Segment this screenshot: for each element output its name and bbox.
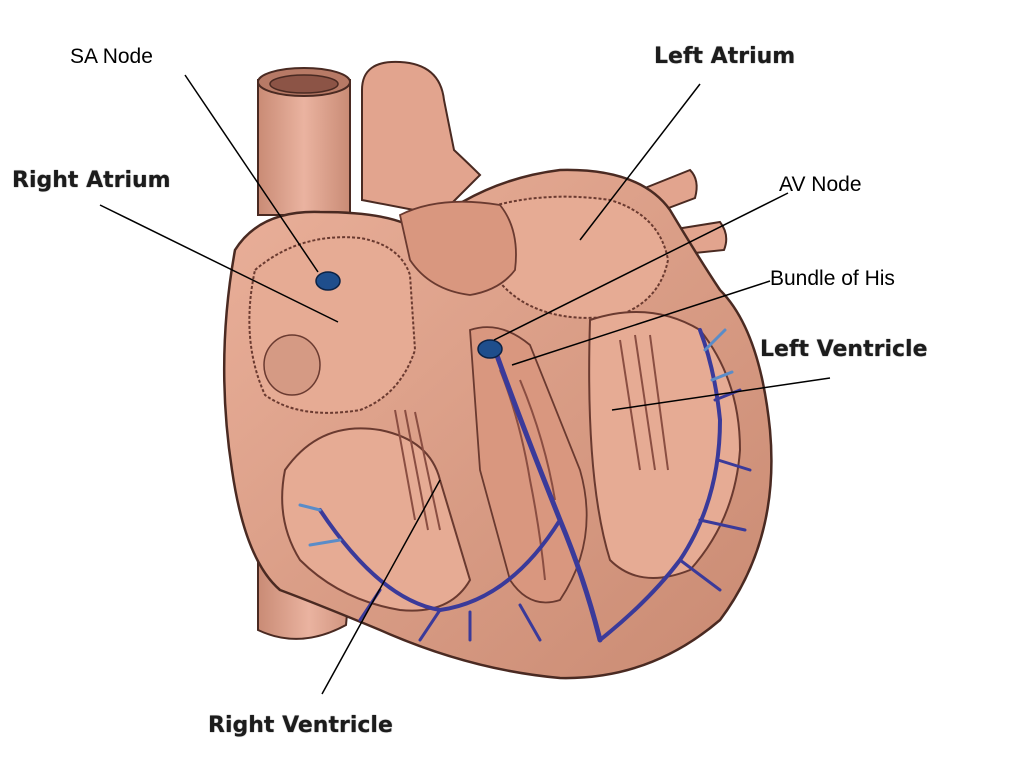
- right-atrium-chamber: [248, 236, 417, 414]
- label-bundle-of-his: Bundle of His: [770, 267, 895, 290]
- label-left-atrium: Left Atrium: [654, 44, 796, 69]
- leader-left-atrium: [579, 83, 701, 241]
- leader-right-atrium: [99, 204, 339, 323]
- purkinje-fibers: [298, 328, 752, 643]
- leader-bundle-of-his: [511, 280, 771, 366]
- leader-left-ventricle: [611, 377, 831, 411]
- right-ventricle-chamber: [281, 409, 472, 612]
- superior-vena-cava: [257, 67, 351, 216]
- label-av-node: AV Node: [779, 173, 862, 196]
- label-right-atrium: Right Atrium: [12, 168, 171, 193]
- aortic-outflow: [398, 200, 517, 296]
- leader-right-ventricle: [321, 479, 441, 695]
- av-node: [477, 339, 503, 359]
- leader-av-node: [493, 192, 789, 341]
- left-atrium-chamber: [479, 195, 670, 319]
- label-right-ventricle: Right Ventricle: [208, 713, 393, 738]
- interventricular-septum: [469, 326, 588, 604]
- label-sa-node: SA Node: [70, 45, 153, 68]
- label-left-ventricle: Left Ventricle: [760, 337, 928, 362]
- leader-sa-node: [184, 74, 319, 273]
- leader-lines: [99, 74, 831, 695]
- aorta: [361, 60, 482, 217]
- sa-node: [315, 271, 341, 291]
